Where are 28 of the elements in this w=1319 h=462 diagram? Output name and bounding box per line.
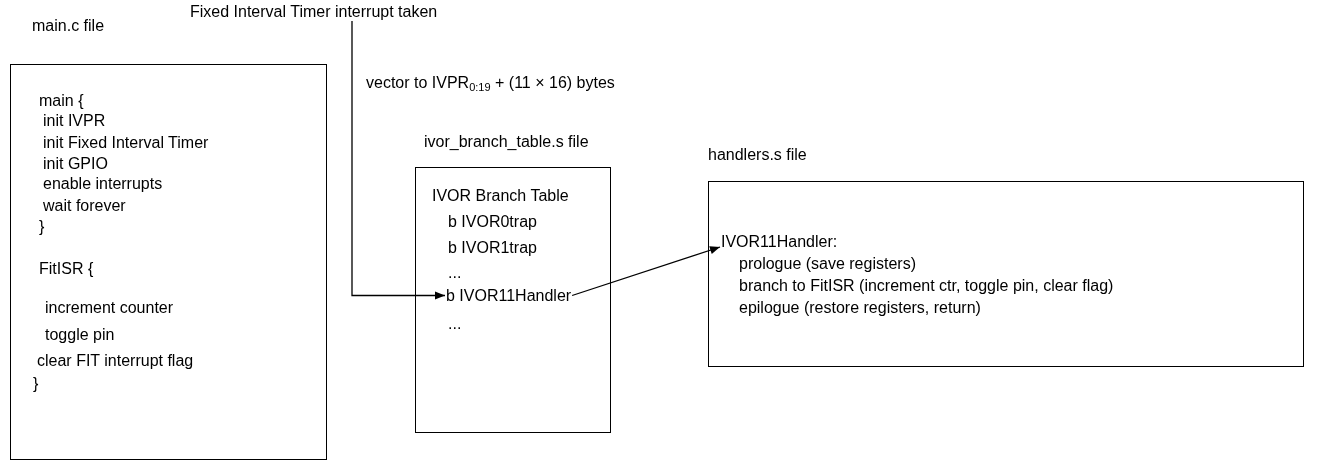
code-line: init IVPR [43,111,106,130]
file-name-heading: ivor_branch_table.s file [424,132,589,151]
code-line: enable interrupts [43,174,163,193]
code-line: wait forever [43,196,126,215]
code-line: prologue (save registers) [739,254,916,273]
code-line: init Fixed Interval Timer [43,133,209,152]
code-line: b IVOR1trap [448,238,537,257]
arrow [351,20,446,300]
file-name-heading: main.c file [32,16,105,35]
code-line: IVOR11Handler: [721,232,838,251]
code-line: init GPIO [43,154,108,173]
code-line: } [33,374,39,393]
code-line: ... [448,263,462,282]
code-line: ... [448,314,462,333]
code-line: main { [39,91,84,110]
code-line: b IVOR0trap [448,212,537,231]
code-line: b IVOR11Handler [446,286,572,305]
event-text: Fixed Interval Timer interrupt taken [190,2,438,21]
code-line: FitISR { [39,259,94,278]
code-line: branch to FitISR (increment ctr, toggle pin, clear flag) [739,276,1114,295]
code-line: toggle pin [45,325,115,344]
code-line: } [39,217,45,236]
code-line: clear FIT interrupt flag [37,351,194,370]
arrow [571,246,721,297]
code-line: increment counter [45,298,174,317]
code-line: IVOR Branch Table [432,186,569,205]
file-name-heading: handlers.s file [708,145,807,164]
code-line: epilogue (restore registers, return) [739,298,981,317]
